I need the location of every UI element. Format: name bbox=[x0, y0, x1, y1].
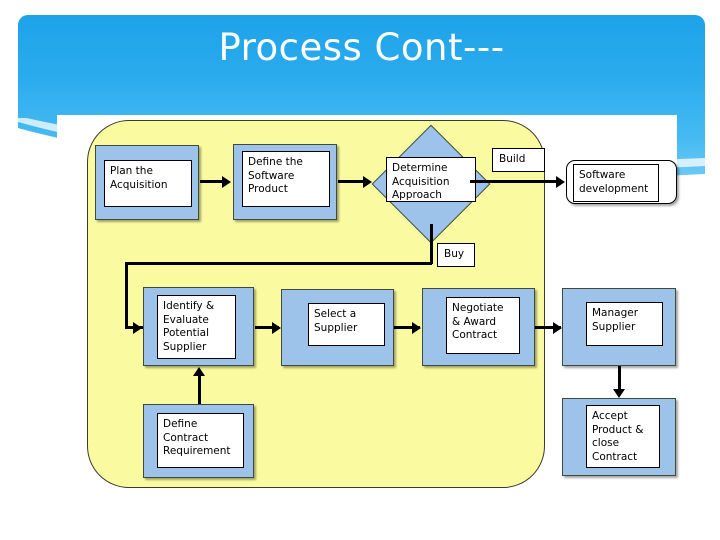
connector-plan-to-define bbox=[200, 180, 225, 183]
process-label-manager-supplier: Manager Supplier bbox=[586, 302, 663, 346]
branch-label-build: Build bbox=[492, 148, 545, 172]
arrowhead-define-contract-to-identify bbox=[193, 367, 205, 376]
process-box-negotiate-award-contract[interactable]: Negotiate & Award Contract bbox=[422, 288, 535, 366]
process-label-negotiate-award-contract: Negotiate & Award Contract bbox=[446, 297, 520, 354]
process-label-select-a-supplier: Select a Supplier bbox=[308, 303, 385, 346]
decision-label-determine-acquisition-approach: Determine Acquisition Approach bbox=[386, 157, 476, 202]
process-label-define-contract-requirement: Define Contract Requirement bbox=[157, 413, 244, 468]
connector-buy-horizontal bbox=[125, 262, 432, 265]
process-box-plan-the-acquisition[interactable]: Plan the Acquisition bbox=[95, 145, 199, 220]
connector-define-to-decision bbox=[338, 180, 368, 183]
process-box-manager-supplier[interactable]: Manager Supplier bbox=[562, 288, 676, 366]
connector-negotiate-to-manager bbox=[535, 326, 561, 329]
process-label-software-development: Software development bbox=[573, 164, 659, 202]
arrowhead-define-to-decision bbox=[363, 175, 372, 188]
branch-label-buy: Buy bbox=[437, 243, 475, 267]
arrowhead-select-to-negotiate bbox=[412, 321, 421, 334]
connector-decision-to-software-development bbox=[470, 180, 562, 183]
process-box-define-the-software-product[interactable]: Define the Software Product bbox=[233, 144, 337, 220]
arrowhead-plan-to-define bbox=[222, 175, 231, 188]
process-box-define-contract-requirement[interactable]: Define Contract Requirement bbox=[143, 404, 254, 478]
page-title: Process Cont--- bbox=[218, 26, 505, 69]
process-label-define-the-software-product: Define the Software Product bbox=[242, 151, 330, 207]
connector-select-to-negotiate bbox=[394, 326, 420, 329]
connector-decision-down-buy bbox=[429, 224, 433, 264]
process-box-identify-evaluate-potential-supplier[interactable]: Identify & Evaluate Potential Supplier bbox=[143, 287, 254, 366]
arrowhead-identify-to-select bbox=[272, 321, 281, 334]
process-label-accept-product-close-contract: Accept Product & close Contract bbox=[586, 405, 660, 468]
connector-define-contract-to-identify bbox=[197, 374, 201, 405]
connector-identify-to-select bbox=[255, 326, 279, 329]
connector-manager-to-accept bbox=[617, 366, 621, 393]
arrowhead-manager-to-accept bbox=[613, 389, 625, 398]
arrowhead-decision-to-software-development bbox=[556, 175, 565, 188]
arrowhead-negotiate-to-manager bbox=[553, 321, 562, 334]
connector-buy-vertical-left bbox=[125, 262, 128, 328]
arrowhead-buy-into-identify bbox=[133, 321, 142, 334]
process-box-select-a-supplier[interactable]: Select a Supplier bbox=[281, 289, 394, 366]
process-box-software-development[interactable]: Software development bbox=[566, 160, 677, 204]
process-label-plan-the-acquisition: Plan the Acquisition bbox=[104, 160, 192, 207]
process-box-accept-product-close-contract[interactable]: Accept Product & close Contract bbox=[562, 398, 676, 476]
process-label-identify-evaluate-potential-supplier: Identify & Evaluate Potential Supplier bbox=[157, 295, 236, 359]
